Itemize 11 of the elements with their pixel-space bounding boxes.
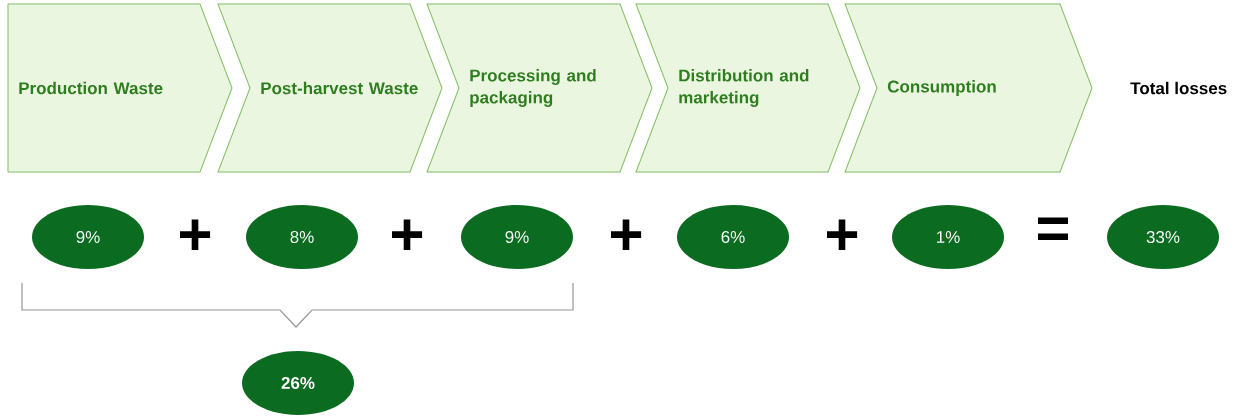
operator-sign: + <box>180 219 211 250</box>
chevron-box: Distribution and marketing <box>635 3 861 173</box>
operator-sign: + <box>827 219 858 250</box>
operator-sign: + <box>611 219 642 250</box>
total-label: Total losses <box>1130 81 1227 95</box>
chevron-box: Consumption <box>844 3 1093 173</box>
operator-sign: = <box>1038 217 1069 241</box>
chevron-box: Processing and packaging <box>426 3 653 173</box>
chevron-box: Post-harvest Waste <box>217 3 443 173</box>
chevron-box: Production Waste <box>7 3 233 173</box>
operator-sign: + <box>392 219 423 250</box>
